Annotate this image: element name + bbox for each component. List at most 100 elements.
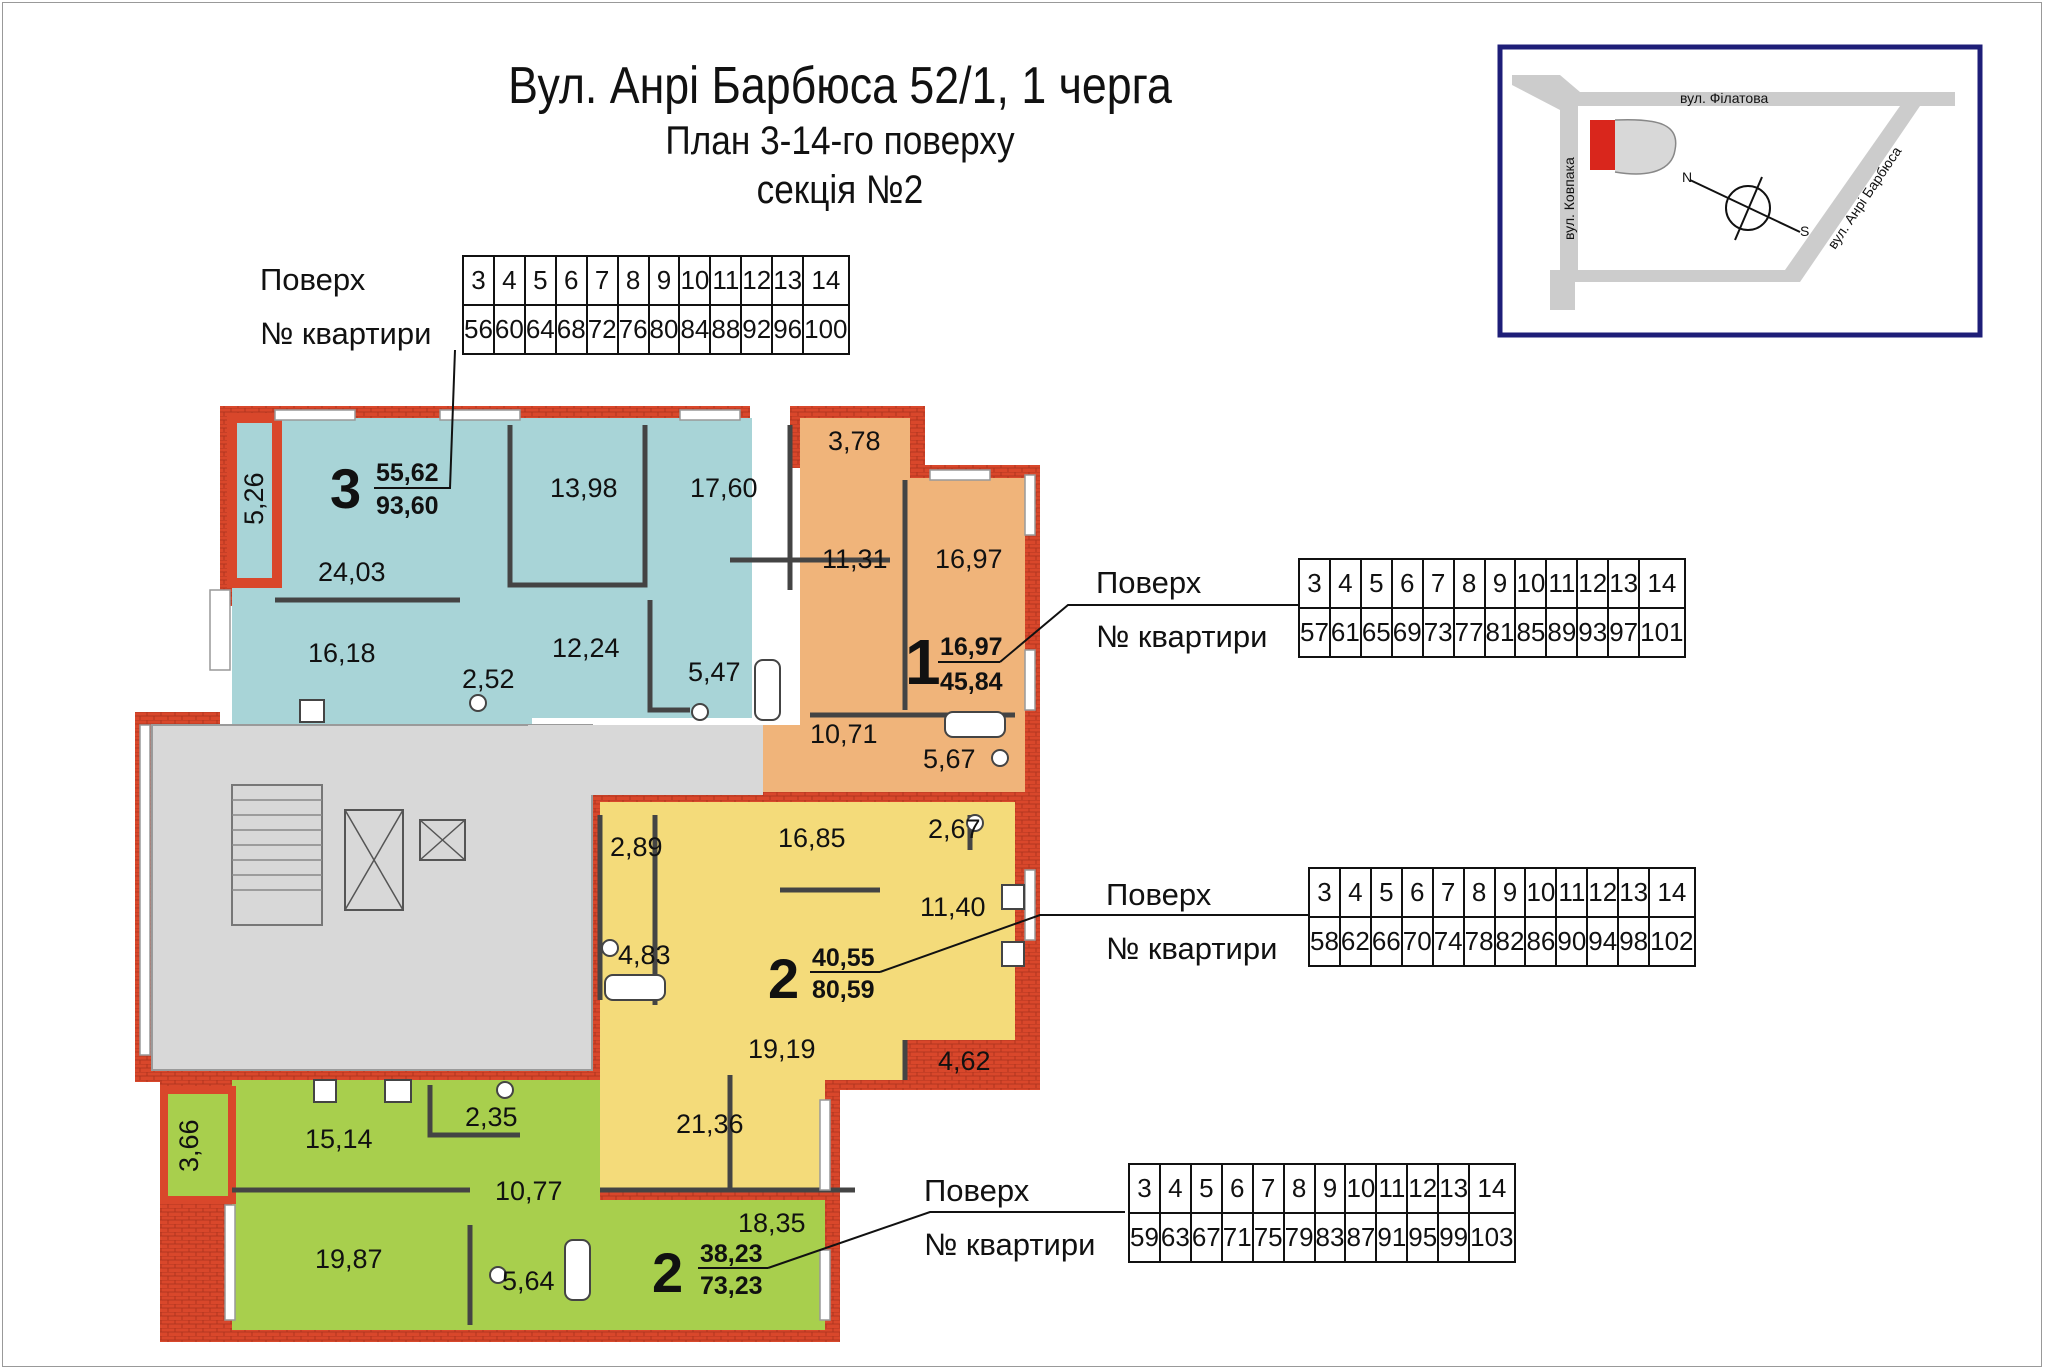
- floor-cell: 13: [1607, 558, 1641, 609]
- leader-lines: [434, 349, 1308, 1269]
- street-filatova: вул. Філатова: [1680, 90, 1768, 106]
- apartment-number-cell: 65: [1359, 607, 1393, 658]
- room-area: 5,67: [923, 744, 976, 774]
- apartment-2-room-a: [600, 802, 1015, 1190]
- title-block: Вул. Анрі Барбюса 52/1, 1 черга План 3-1…: [380, 55, 1300, 215]
- room-area: 18,35: [738, 1208, 806, 1238]
- room-area: 3,66: [174, 1119, 204, 1172]
- room-area: 4,83: [618, 940, 671, 970]
- floor-cell: 7: [585, 255, 619, 306]
- apartment-number-cell: 60: [492, 304, 526, 355]
- apartment-number-cell: 95: [1406, 1212, 1440, 1263]
- room-area: 13,98: [550, 473, 618, 503]
- floor-cell: 13: [1437, 1163, 1471, 1214]
- floor-cell: 3: [462, 255, 495, 306]
- windows: [139, 409, 1036, 1321]
- floor-cell: 5: [1369, 867, 1403, 918]
- floor-cell: 6: [1400, 867, 1434, 918]
- floor-cell: 9: [1493, 867, 1527, 918]
- apt2b-total-area: 73,23: [700, 1272, 763, 1300]
- apartment-number-cell: 87: [1344, 1212, 1378, 1263]
- apartment-1-room: [755, 418, 1025, 792]
- apt2a-rooms: 2: [768, 947, 799, 1010]
- building-highlight: [1590, 120, 1615, 170]
- floor-cell: 9: [1483, 558, 1517, 609]
- floor-cell: 8: [1462, 867, 1496, 918]
- apartment-number-cell: 71: [1220, 1212, 1254, 1263]
- page-title: Вул. Анрі Барбюса 52/1, 1 черга: [508, 57, 1172, 115]
- apartment-2-room-b: [160, 1080, 825, 1330]
- apartment-number-cell: 59: [1128, 1212, 1161, 1263]
- street-kovpaka: вул. Ковпака: [1561, 157, 1577, 240]
- floor-cell: 7: [1421, 558, 1455, 609]
- south-label: S: [1800, 223, 1809, 239]
- apt2b-rooms: 2: [652, 1241, 683, 1304]
- room-area: 11,40: [920, 892, 986, 922]
- stair-elevator-core: [151, 724, 763, 1071]
- north-label: N: [1682, 169, 1692, 185]
- apt-row-label: № квартири: [924, 1227, 1096, 1262]
- apartment-number-cell: 92: [740, 304, 774, 355]
- floor-cell: 10: [1514, 558, 1548, 609]
- floor-cell: 10: [1344, 1163, 1378, 1214]
- apartment-number-cell: 102: [1648, 916, 1696, 967]
- floor-cell: 14: [1468, 1163, 1516, 1214]
- floor-cell: 9: [647, 255, 681, 306]
- floor-cell: 4: [1158, 1163, 1192, 1214]
- room-area: 3,78: [828, 426, 881, 456]
- apt-row-label: № квартири: [1096, 619, 1268, 654]
- apartment-number-cell: 80: [647, 304, 681, 355]
- floor-cell: 12: [1586, 867, 1620, 918]
- interior-partitions: [232, 425, 1015, 1325]
- apartment-number-cell: 88: [709, 304, 743, 355]
- apartment-number-cell: 82: [1493, 916, 1527, 967]
- apt2a-living-area: 40,55: [812, 944, 875, 972]
- floor-cell: 3: [1128, 1163, 1161, 1214]
- apartment-labels: 3 55,62 93,60 1 16,97 45,84 2 40,55 80,5…: [330, 457, 1003, 1304]
- floor-cell: 11: [1545, 558, 1579, 609]
- apt1-total-area: 45,84: [940, 668, 1003, 696]
- floor-row-label: Поверх: [1106, 877, 1212, 912]
- apt-row-label: № квартири: [260, 316, 432, 351]
- floor-cell: 4: [1338, 867, 1372, 918]
- apartment-number-cell: 74: [1431, 916, 1465, 967]
- floor-cell: 11: [1375, 1163, 1409, 1214]
- floor-cell: 5: [1359, 558, 1393, 609]
- apt2b-living-area: 38,23: [700, 1240, 763, 1268]
- room-area: 2,52: [462, 664, 515, 694]
- floor-cell: 11: [709, 255, 743, 306]
- room-area: 10,71: [810, 719, 878, 749]
- room-area: 4,62: [938, 1046, 991, 1076]
- room-area: 19,19: [748, 1034, 816, 1064]
- apartment-number-cell: 57: [1298, 607, 1331, 658]
- apt1-living-area: 16,97: [940, 633, 1003, 661]
- floor-cell: 5: [1189, 1163, 1223, 1214]
- apartment-number-cell: 86: [1524, 916, 1558, 967]
- floor-cell: 8: [1452, 558, 1486, 609]
- floor-cell: 10: [1524, 867, 1558, 918]
- floor-cell: 12: [1406, 1163, 1440, 1214]
- room-area: 2,89: [610, 832, 663, 862]
- room-area-labels: 5,26 13,98 17,60 24,03 16,18 12,24 2,52 …: [174, 426, 1003, 1296]
- apartment-number-cell: 67: [1189, 1212, 1223, 1263]
- floor-cell: 4: [1328, 558, 1362, 609]
- room-area: 16,85: [778, 823, 846, 853]
- floor-row-label: Поверх: [1096, 565, 1202, 600]
- apartment-number-cell: 103: [1468, 1212, 1516, 1263]
- floor-cell: 14: [802, 255, 850, 306]
- floor-cell: 8: [616, 255, 650, 306]
- floor-cell: 7: [1431, 867, 1465, 918]
- floor-cell: 6: [1390, 558, 1424, 609]
- apartment-number-cell: 81: [1483, 607, 1517, 658]
- floor-cell: 11: [1555, 867, 1589, 918]
- location-map: N S вул. Філатова вул. Ковпака вул. Анрі…: [1497, 44, 1983, 338]
- apartment-number-cell: 73: [1421, 607, 1455, 658]
- sanitary-fixtures: [299, 659, 1025, 1301]
- room-area: 2,67: [928, 814, 981, 844]
